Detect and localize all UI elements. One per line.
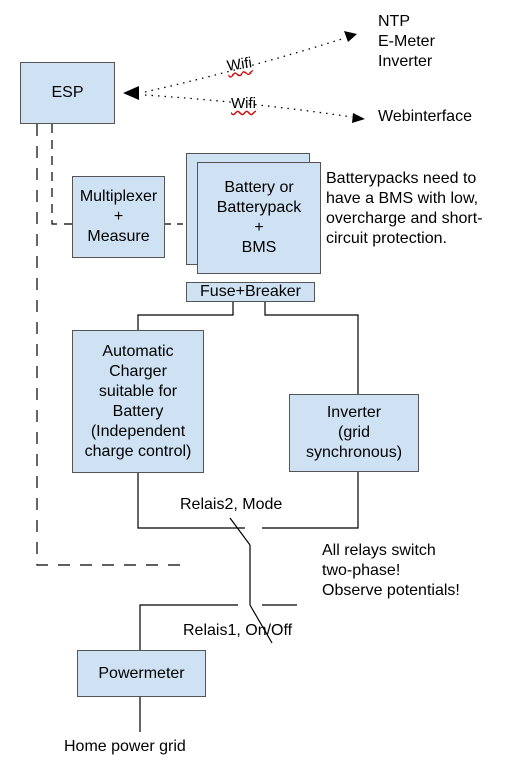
inverter-to-relay2-wire: [262, 472, 359, 529]
esp-to-multiplexer-dashed-line: [51, 124, 72, 225]
wifi-link-top: [144, 37, 346, 93]
wifi-label-bottom: Wifi: [231, 95, 256, 112]
bms-note: Batterypacks need to have a BMS with low…: [326, 170, 483, 247]
fuse-to-inverter-wire: [264, 302, 359, 394]
multiplexer-box: Multiplexer + Measure: [72, 176, 165, 258]
wifi-arrowhead-top: [344, 31, 357, 42]
fuse-to-charger-wire: [137, 302, 234, 330]
relay2-mode-label: Relais2, Mode: [180, 496, 283, 513]
inverter-box: Inverter (grid synchronous): [289, 394, 419, 472]
powermeter-box: Powermeter: [77, 650, 206, 697]
relay1-to-powermeter-wire: [139, 604, 238, 650]
battery-label: Battery or Batterypack + BMS: [216, 179, 302, 256]
relay1-switch-arm: [249, 604, 273, 644]
inverter-label: Inverter (grid synchronous): [305, 404, 403, 461]
fuse-breaker-box: Fuse+Breaker: [186, 282, 315, 302]
charger-to-relay2-wire: [137, 473, 245, 529]
esp-box: ESP: [20, 62, 115, 124]
esp-arrowhead: [123, 86, 139, 100]
multiplexer-label: Multiplexer + Measure: [79, 188, 158, 245]
wifi-link-bottom: [144, 94, 353, 118]
wifi-arrowhead-bottom: [352, 113, 365, 123]
relay2-switch-arm: [229, 517, 251, 546]
relays-note: All relays switch two-phase! Observe pot…: [322, 542, 460, 599]
fuse-breaker-label: Fuse+Breaker: [200, 283, 301, 300]
esp-label: ESP: [51, 84, 84, 101]
relay1-onoff-label: Relais1, On/Off: [183, 622, 293, 639]
powermeter-label: Powermeter: [98, 664, 185, 682]
home-grid-label: Home power grid: [64, 738, 186, 755]
wifi-label-top: Wifi: [225, 54, 253, 75]
charger-box: Automatic Charger suitable for Battery (…: [72, 330, 204, 473]
charger-label: Automatic Charger suitable for Battery (…: [84, 342, 192, 460]
webinterface-label: Webinterface: [378, 108, 472, 125]
esp-to-relay-dashed-line: [36, 124, 180, 566]
top-targets-label: NTP E-Meter Inverter: [378, 13, 435, 70]
battery-box: Battery or Batterypack + BMS: [197, 162, 321, 274]
